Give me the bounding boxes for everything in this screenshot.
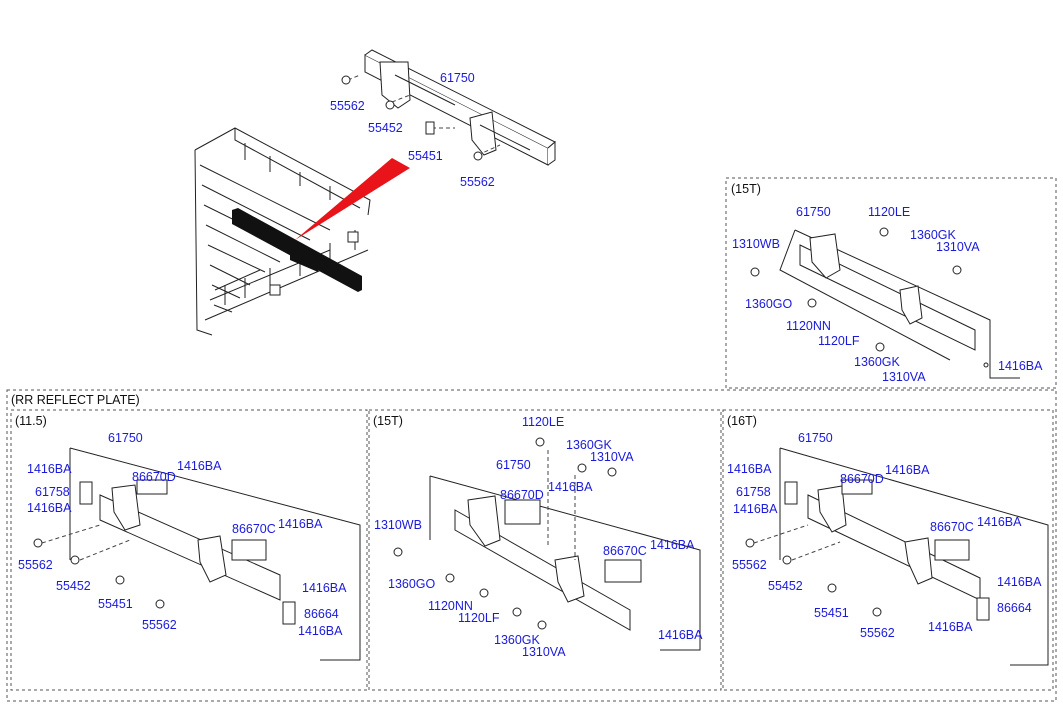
t15-label-1360gk: 1360GK — [910, 228, 957, 242]
p16-label-86670d: 86670D — [840, 472, 884, 486]
p16-label-1416ba-b: 1416BA — [885, 463, 930, 477]
p115-label-61758: 61758 — [35, 485, 70, 499]
top-label-55452: 55452 — [368, 121, 403, 135]
t15-label-1310va: 1310VA — [936, 240, 980, 254]
p16-label-86664: 86664 — [997, 601, 1032, 615]
box-15t-top-title: (15T) — [731, 182, 761, 196]
t15-label-1360go: 1360GO — [745, 297, 793, 311]
p16-label-55562-b: 55562 — [860, 626, 895, 640]
panel-16t-title: (16T) — [727, 414, 757, 428]
p16-label-1416ba-c: 1416BA — [733, 502, 778, 516]
panel-15t-title: (15T) — [373, 414, 403, 428]
p15-label-1360gk-b: 1360GK — [494, 633, 541, 647]
p115-label-1416ba-c: 1416BA — [27, 501, 72, 515]
p15-label-1310va: 1310VA — [590, 450, 634, 464]
p15-label-1120nn: 1120NN — [428, 599, 473, 613]
t15-label-1120lf: 1120LF — [818, 334, 860, 348]
p15-label-1360gk: 1360GK — [566, 438, 613, 452]
p15-label-1360go: 1360GO — [388, 577, 436, 591]
p15-label-86670d: 86670D — [500, 488, 544, 502]
p115-label-1416ba-e: 1416BA — [302, 581, 347, 595]
p115-label-55562-b: 55562 — [142, 618, 177, 632]
t15-label-1416ba: 1416BA — [998, 359, 1043, 373]
top-label-55451: 55451 — [408, 149, 443, 163]
top-label-55562-b: 55562 — [460, 175, 495, 189]
p115-label-55452: 55452 — [56, 579, 91, 593]
p16-label-61758: 61758 — [736, 485, 771, 499]
p115-label-86670c: 86670C — [232, 522, 276, 536]
t15-label-1120nn: 1120NN — [786, 319, 831, 333]
p15-label-1416ba: 1416BA — [548, 480, 593, 494]
truck-bed-illustration — [194, 127, 410, 336]
p115-label-86670d: 86670D — [132, 470, 176, 484]
p115-label-1416ba-d: 1416BA — [278, 517, 323, 531]
p115-label-55562: 55562 — [18, 558, 53, 572]
rr-reflect-plate-title: (RR REFLECT PLATE) — [11, 393, 140, 407]
t15-label-1310va-b: 1310VA — [882, 370, 926, 384]
p115-label-1416ba: 1416BA — [27, 462, 72, 476]
p15-label-1120lf: 1120LF — [458, 611, 500, 625]
p16-label-86670c: 86670C — [930, 520, 974, 534]
p16-label-1416ba-e: 1416BA — [997, 575, 1042, 589]
p115-label-55451: 55451 — [98, 597, 133, 611]
t15-label-1360gk-b: 1360GK — [854, 355, 901, 369]
t15-label-1120le: 1120LE — [868, 205, 910, 219]
top-label-61750: 61750 — [440, 71, 475, 85]
panel-16t-part — [745, 447, 1049, 666]
t15-label-61750: 61750 — [796, 205, 831, 219]
panel-15t-part — [393, 437, 701, 651]
rr-reflect-plate-box — [6, 389, 1057, 702]
p115-label-61750: 61750 — [108, 431, 143, 445]
p15-label-1416ba-b: 1416BA — [650, 538, 695, 552]
box-15t-top-part — [750, 227, 1020, 379]
p15-label-86670c: 86670C — [603, 544, 647, 558]
p115-label-1416ba-b: 1416BA — [177, 459, 222, 473]
p16-label-55451: 55451 — [814, 606, 849, 620]
p15-label-1310va-b: 1310VA — [522, 645, 566, 659]
p15-label-1120le: 1120LE — [522, 415, 564, 429]
p16-label-61750: 61750 — [798, 431, 833, 445]
p15-label-61750: 61750 — [496, 458, 531, 472]
p16-label-1416ba: 1416BA — [727, 462, 772, 476]
p115-label-86664: 86664 — [304, 607, 339, 621]
p16-label-1416ba-f: 1416BA — [928, 620, 973, 634]
panel-115-part — [33, 447, 361, 661]
t15-label-1310wb: 1310WB — [732, 237, 780, 251]
p115-label-1416ba-f: 1416BA — [298, 624, 343, 638]
p15-label-1310wb: 1310WB — [374, 518, 422, 532]
panel-15t-box — [368, 409, 722, 691]
top-rear-bumper-part — [341, 49, 556, 166]
p16-label-55562: 55562 — [732, 558, 767, 572]
p16-label-55452: 55452 — [768, 579, 803, 593]
top-label-55562: 55562 — [330, 99, 365, 113]
panel-115-title: (11.5) — [15, 414, 47, 428]
box-15t-top — [725, 177, 1057, 389]
p15-label-1416ba-c: 1416BA — [658, 628, 703, 642]
p16-label-1416ba-d: 1416BA — [977, 515, 1022, 529]
panel-16t-box — [722, 409, 1054, 691]
